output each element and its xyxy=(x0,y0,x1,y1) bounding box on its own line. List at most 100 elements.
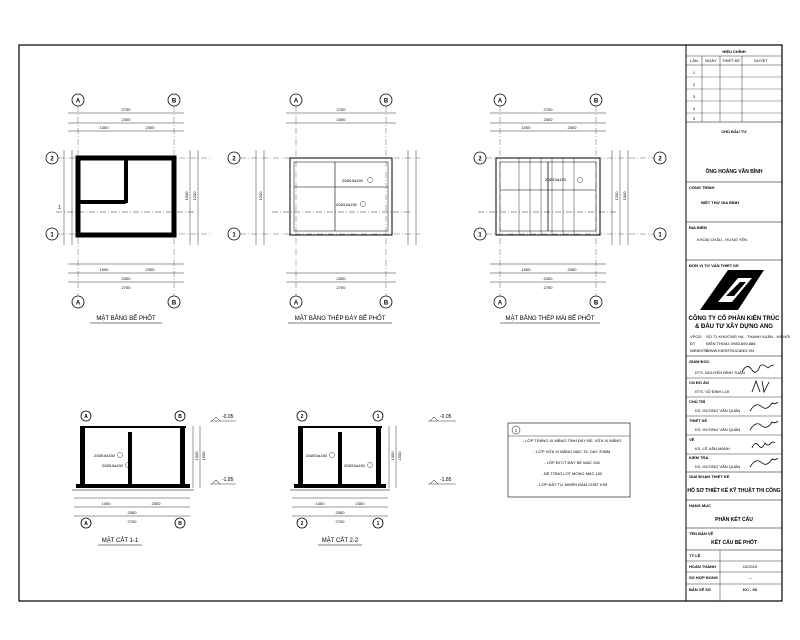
svg-text:A: A xyxy=(76,301,81,307)
signature xyxy=(741,364,775,373)
svg-text:ĐIỆN THOẠI: 0983.690.888: ĐIỆN THOẠI: 0983.690.888 xyxy=(706,341,756,346)
svg-text:A: A xyxy=(294,301,299,307)
svg-text:A: A xyxy=(76,99,81,105)
investor-name: ÔNG HOÀNG VĂN BÌNH xyxy=(706,167,763,175)
grid-bubble-a-bottom: A xyxy=(289,295,303,309)
svg-text:VẼ: VẼ xyxy=(689,437,695,442)
dim-side: 1200 xyxy=(614,191,619,201)
consultant-label: ĐƠN VỊ TƯ VẤN THIẾT KẾ xyxy=(689,263,739,268)
grid-bubble-2-bottom: 2 xyxy=(296,517,308,529)
dim-total: 2700 xyxy=(544,107,554,112)
svg-text:2: 2 xyxy=(693,82,696,87)
roof-outline xyxy=(495,157,601,236)
date-value: 10/2015 xyxy=(743,564,758,569)
svg-text:B: B xyxy=(384,99,389,105)
stage-value: HỒ SƠ THIẾT KẾ KỸ THUẬT THI CÔNG xyxy=(687,486,780,494)
dim-total: 2700 xyxy=(122,107,132,112)
grid-bubble-2: 2 xyxy=(296,410,308,422)
dim-bottom-inner: 2300 xyxy=(122,276,132,281)
svg-text:B: B xyxy=(594,99,599,105)
svg-text:ĐT: ĐT xyxy=(690,341,696,346)
dim-part: 1000 xyxy=(316,501,326,506)
section-base-slab xyxy=(294,484,386,488)
dim-side-b: 1000 xyxy=(184,191,189,201)
signature xyxy=(751,379,770,394)
level-bottom: -1.85 xyxy=(222,477,234,483)
svg-text:GIÁM ĐỐC: GIÁM ĐỐC xyxy=(689,359,710,364)
plan-view-3: A B 2700 2300 1000 2300 20Ø10a150 2 xyxy=(473,93,667,324)
rebar-label: 20Ø10a150 xyxy=(94,453,116,458)
grid-bubble-a-bottom: A xyxy=(80,517,92,529)
svg-text:2: 2 xyxy=(301,414,304,420)
contract-value: --- xyxy=(748,575,753,580)
drawing-label: TÊN BẢN VẼ xyxy=(689,531,714,536)
section-wall-right xyxy=(180,426,185,484)
dim-total: 2700 xyxy=(336,519,346,524)
svg-text:1: 1 xyxy=(50,233,54,239)
svg-text:3: 3 xyxy=(693,94,696,99)
section-wall-mid xyxy=(128,432,132,484)
rebar-label: 20Ø10a150 xyxy=(344,463,366,468)
svg-text:CHỦ TRÌ: CHỦ TRÌ xyxy=(689,399,705,404)
grid-bubble-b-bottom: B xyxy=(167,295,181,309)
dim-part-b: 2300 xyxy=(146,125,156,130)
project-name: BIỆT THỰ GIA ĐÌNH xyxy=(701,200,739,205)
section-view-2: 2 1 20Ø10a150 20Ø10a150 1300 1500 -0.05 … xyxy=(290,410,456,546)
grid-bubble-1: 1 xyxy=(372,410,384,422)
investor-label: CHỦ ĐẦU TƯ xyxy=(721,129,747,134)
plan-view-1: A B 2700 2300 1000 2300 1 2 1 xyxy=(45,93,210,324)
drawing-value: KẾT CẤU BỂ PHỐT xyxy=(711,539,757,546)
slab-outline xyxy=(289,157,393,236)
dim-inner: 2300 xyxy=(544,117,554,122)
svg-text:1: 1 xyxy=(658,233,662,239)
grid-bubble-b-bottom: B xyxy=(379,295,393,309)
role-row: KIỂM TRA KS. HƯƠNG VĂN QUÂN xyxy=(686,455,782,473)
dim-side-b: 1000 xyxy=(622,191,627,201)
rebar-label: 20Ø10a150 xyxy=(336,202,358,207)
section-wall-mid xyxy=(338,432,342,484)
dim-bottom-part: 1000 xyxy=(522,267,532,272)
rebar-label: 20Ø10a150 xyxy=(545,177,567,182)
grid-bubble-b-bottom: B xyxy=(589,295,603,309)
grid-bubble-a-bottom: A xyxy=(71,295,85,309)
svg-text:1: 1 xyxy=(693,70,696,75)
svg-text:A: A xyxy=(498,301,503,307)
svg-text:WWW.KIENTRUCANG.VN: WWW.KIENTRUCANG.VN xyxy=(706,348,754,353)
dim-part-b: 2300 xyxy=(356,501,366,506)
dim-inner: 2300 xyxy=(128,510,138,515)
grid-bubble-b: B xyxy=(589,93,603,107)
svg-text:2: 2 xyxy=(301,521,304,527)
dim-bottom-part: 1000 xyxy=(100,267,110,272)
note-line: - LỚP TRÁNG XI MĂNG TINH ĐÁY BỂ, VỮA XI … xyxy=(523,438,622,443)
dim-bottom-inner: 2300 xyxy=(544,276,554,281)
dim-bottom-part-b: 2300 xyxy=(568,267,578,272)
svg-text:VPGD: VPGD xyxy=(690,334,701,339)
dim-part: 1000 xyxy=(100,125,110,130)
note-line: - LỚP ĐẤT TỰ NHIÊN ĐẦM CHẶT K95 xyxy=(537,482,608,487)
company-name: CÔNG TY CỔ PHẦN KIẾN TRÚC xyxy=(689,314,781,322)
grid-bubble-2: 2 xyxy=(227,151,241,165)
note-line: - LỚP VỮA XI MĂNG MÁC 75, DÀY 20MM xyxy=(534,449,611,454)
dim-side: 1200 xyxy=(192,191,197,201)
svg-text:THIẾT KẾ: THIẾT KẾ xyxy=(689,418,708,423)
svg-text:WEBSITE: WEBSITE xyxy=(690,348,708,353)
signature xyxy=(749,401,779,412)
category-value: PHẦN KẾT CẤU xyxy=(715,516,753,523)
dim-height: 1300 xyxy=(194,451,199,461)
svg-text:4: 4 xyxy=(693,106,696,111)
svg-text:HIỆU CHỈNH: HIỆU CHỈNH xyxy=(722,49,745,54)
svg-text:2: 2 xyxy=(515,428,518,433)
level-top: -0.05 xyxy=(440,414,452,420)
date-label: HOÀN THÀNH xyxy=(689,564,716,569)
grid-bubble-1: 1 xyxy=(227,227,241,241)
level-bottom: -1.85 xyxy=(440,477,452,483)
view-title-plan3: MẶT BẰNG THÉP MÁI BỂ PHỐT xyxy=(505,314,594,322)
location-value: KHOÁI CHÂU - HƯNG YÊN xyxy=(697,237,747,242)
grid-bubble-a: A xyxy=(493,93,507,107)
svg-text:B: B xyxy=(172,301,177,307)
section-wall-left xyxy=(80,426,85,484)
svg-text:1: 1 xyxy=(377,414,380,420)
category-label: HẠNG MỤC xyxy=(689,503,711,508)
note-marker xyxy=(511,425,521,435)
